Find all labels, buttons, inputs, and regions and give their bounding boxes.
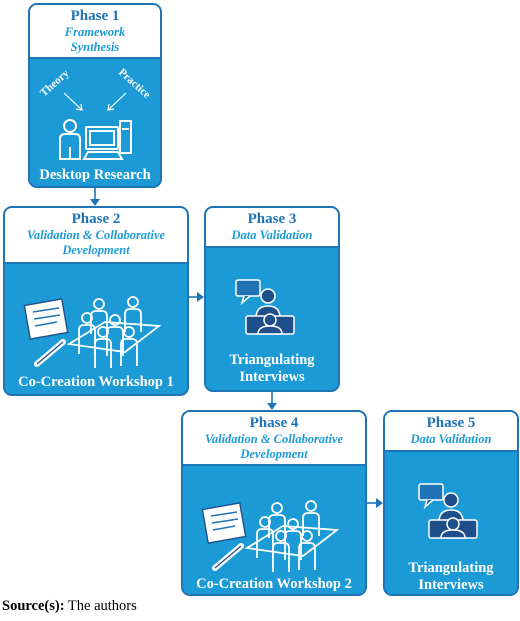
phase-4-subtitle-line-2: Development [240, 447, 308, 461]
phase-2-subtitle-line-1: Validation & Collaborative [26, 228, 166, 242]
interview-illustration-2 [418, 483, 478, 539]
interview-people-icon [245, 288, 295, 335]
phase-2-header: Phase 2 Validation & Collaborative Devel… [5, 208, 187, 264]
phase-1-subtitle-line-2: Synthesis [70, 40, 120, 54]
theory-label: Theory [38, 67, 72, 99]
phase-2-title: Phase 2 [71, 211, 121, 227]
phase-3-subtitle: Data Validation [231, 228, 313, 242]
workshop-illustration-2 [201, 500, 340, 572]
phase-3-title: Phase 3 [247, 211, 297, 227]
person-icon [59, 119, 81, 160]
source-caption: Source(s): The authors [2, 598, 137, 615]
source-text: The authors [64, 598, 137, 614]
arrow-phase-1-to-2 [90, 187, 100, 206]
phase-5-label-line-2: Interviews [418, 577, 484, 593]
phase-5-box: Phase 5 Data Validation Triangulating In… [383, 410, 519, 596]
phase-5-title: Phase 5 [426, 415, 476, 431]
phase-1-subtitle-line-1: Framework [64, 25, 126, 39]
phase-5-label-line-1: Triangulating [408, 560, 494, 576]
phase-3-label-line-2: Interviews [239, 369, 305, 385]
phase-2-label: Co-Creation Workshop 1 [18, 374, 174, 390]
phase-1-title: Phase 1 [70, 8, 120, 24]
phase-5-subtitle: Data Validation [410, 432, 492, 446]
phase-1-label: Desktop Research [39, 167, 151, 183]
phase-3-box: Phase 3 Data Validation Triangulating In… [204, 206, 340, 392]
phase-4-label: Co-Creation Workshop 2 [196, 576, 352, 592]
phase-2-box: Phase 2 Validation & Collaborative Devel… [3, 206, 189, 396]
pencil-icon [212, 543, 244, 571]
phase-3-label-line-1: Triangulating [229, 352, 315, 368]
theory-practice-illustration: Theory Practice [38, 66, 153, 160]
phase-4-title: Phase 4 [249, 415, 299, 431]
phase-1-header: Phase 1 Framework Synthesis [30, 5, 160, 59]
practice-arrow [107, 92, 127, 111]
arrow-phase-2-to-3 [188, 292, 204, 302]
pencil-icon [34, 339, 66, 367]
phase-3-header: Phase 3 Data Validation [206, 208, 338, 248]
workshop-illustration [23, 296, 162, 368]
phase-4-header: Phase 4 Validation & Collaborative Devel… [183, 412, 365, 466]
phase-2-subtitle-line-2: Development [62, 243, 130, 257]
theory-arrow [63, 92, 83, 111]
speech-bubble-icon [235, 279, 261, 306]
phase-4-subtitle-line-1: Validation & Collaborative [204, 432, 344, 446]
phase-1-box: Phase 1 Framework Synthesis Theory Pract… [28, 3, 162, 188]
computer-icon [82, 120, 132, 160]
arrow-phase-4-to-5 [366, 498, 383, 508]
source-label: Source(s): [2, 598, 65, 614]
phase-4-box: Phase 4 Validation & Collaborative Devel… [181, 410, 367, 596]
practice-label: Practice [116, 66, 153, 101]
phase-5-header: Phase 5 Data Validation [385, 412, 517, 452]
speech-bubble-icon [418, 483, 444, 510]
arrow-phase-3-to-4 [267, 391, 277, 410]
interview-illustration [235, 279, 295, 335]
interview-people-icon [428, 492, 478, 539]
group-people-icon [244, 500, 340, 572]
notepad-icon [23, 298, 69, 340]
group-people-icon [66, 296, 162, 368]
notepad-icon [201, 502, 247, 544]
